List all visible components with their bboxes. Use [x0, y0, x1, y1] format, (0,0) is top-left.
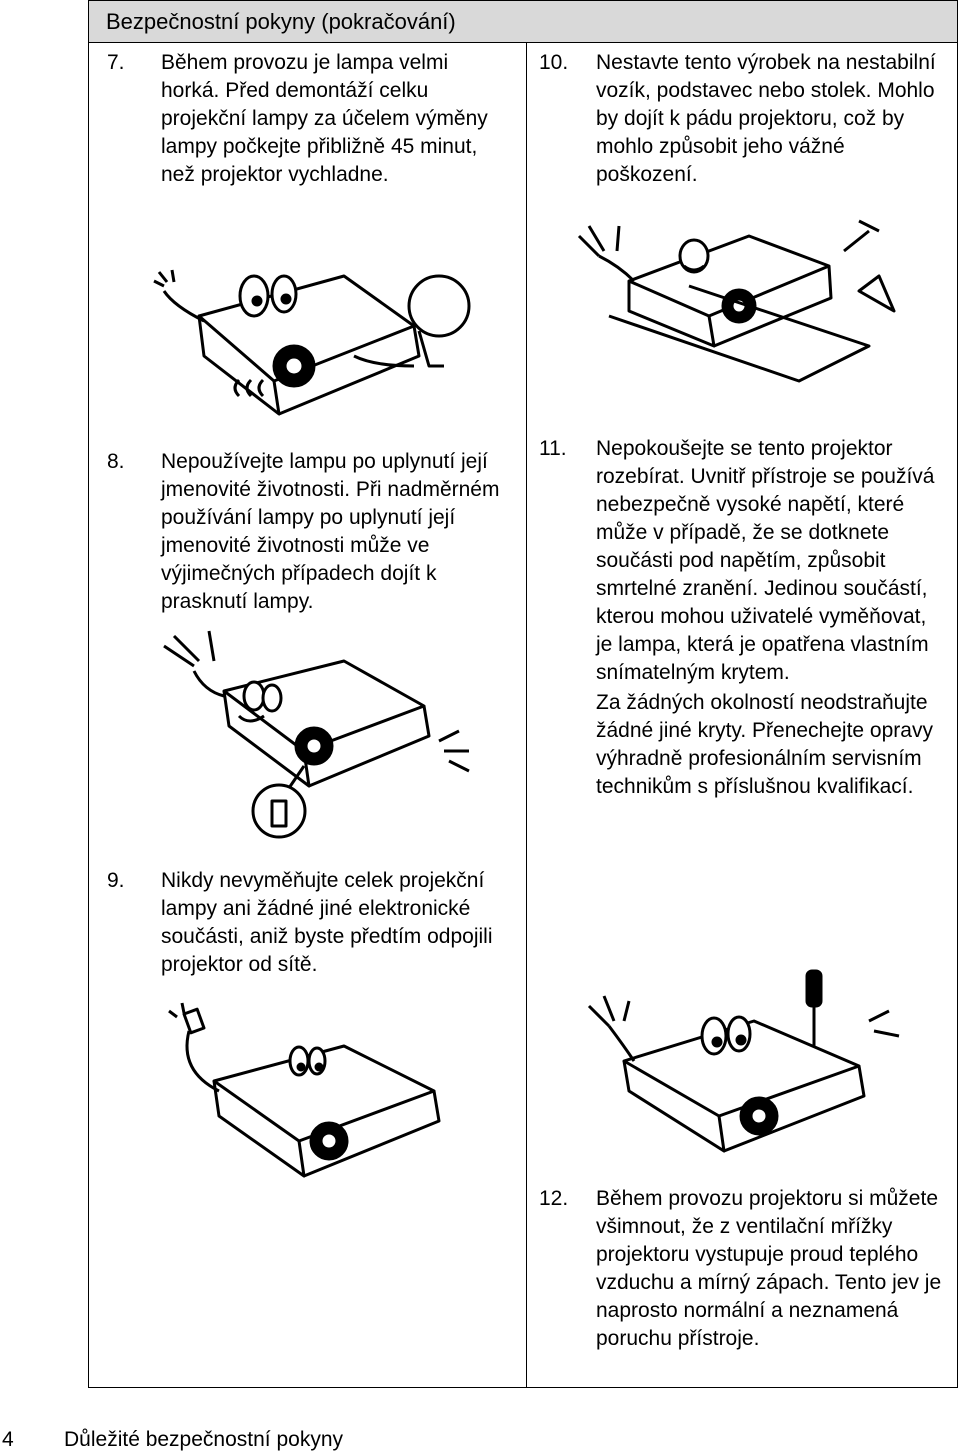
hot-lamp-illustration	[144, 236, 474, 416]
projector-fall-icon	[577, 219, 896, 383]
item-number: 8.	[107, 450, 125, 473]
item-text: Nikdy nevyměňujte celek projekční lampy …	[161, 869, 493, 976]
item-text-continued: Za žádných okolností neodstraňujte žádné…	[596, 691, 933, 798]
item-text: Během provozu je lampa velmi horká. Před…	[161, 51, 488, 186]
unplug-illustration	[159, 1001, 479, 1181]
footer-section-title: Důležité bezpečnostní pokyny	[64, 1428, 343, 1451]
instructions-frame: Bezpečnostní pokyny (pokračování) 7. Běh…	[88, 0, 958, 1388]
section-header: Bezpečnostní pokyny (pokračování)	[89, 1, 957, 43]
item-number: 12.	[539, 1187, 569, 1210]
item-number: 11.	[539, 437, 567, 460]
item-number: 10.	[539, 51, 569, 74]
column-divider	[526, 43, 527, 1388]
unstable-surface-illustration	[569, 206, 909, 386]
lamp-crack-illustration	[154, 626, 474, 846]
section-title: Bezpečnostní pokyny (pokračování)	[106, 9, 456, 34]
disassembly-illustration	[569, 966, 909, 1156]
item-text: Nepokoušejte se tento projektor rozebíra…	[596, 437, 935, 684]
item-number: 9.	[107, 869, 125, 892]
projector-fan-icon	[153, 269, 471, 416]
projector-plug-icon	[168, 1002, 441, 1178]
page-number: 4	[2, 1428, 14, 1451]
item-number: 7.	[107, 51, 125, 74]
item-text: Během provozu projektoru si můžete všimn…	[596, 1187, 942, 1350]
item-text: Nepoužívejte lampu po uplynutí její jmen…	[161, 450, 500, 613]
projector-screwdriver-icon	[587, 969, 900, 1153]
item-text: Nestavte tento výrobek na nestabilní voz…	[596, 51, 936, 186]
projector-lamp-icon	[163, 630, 470, 839]
